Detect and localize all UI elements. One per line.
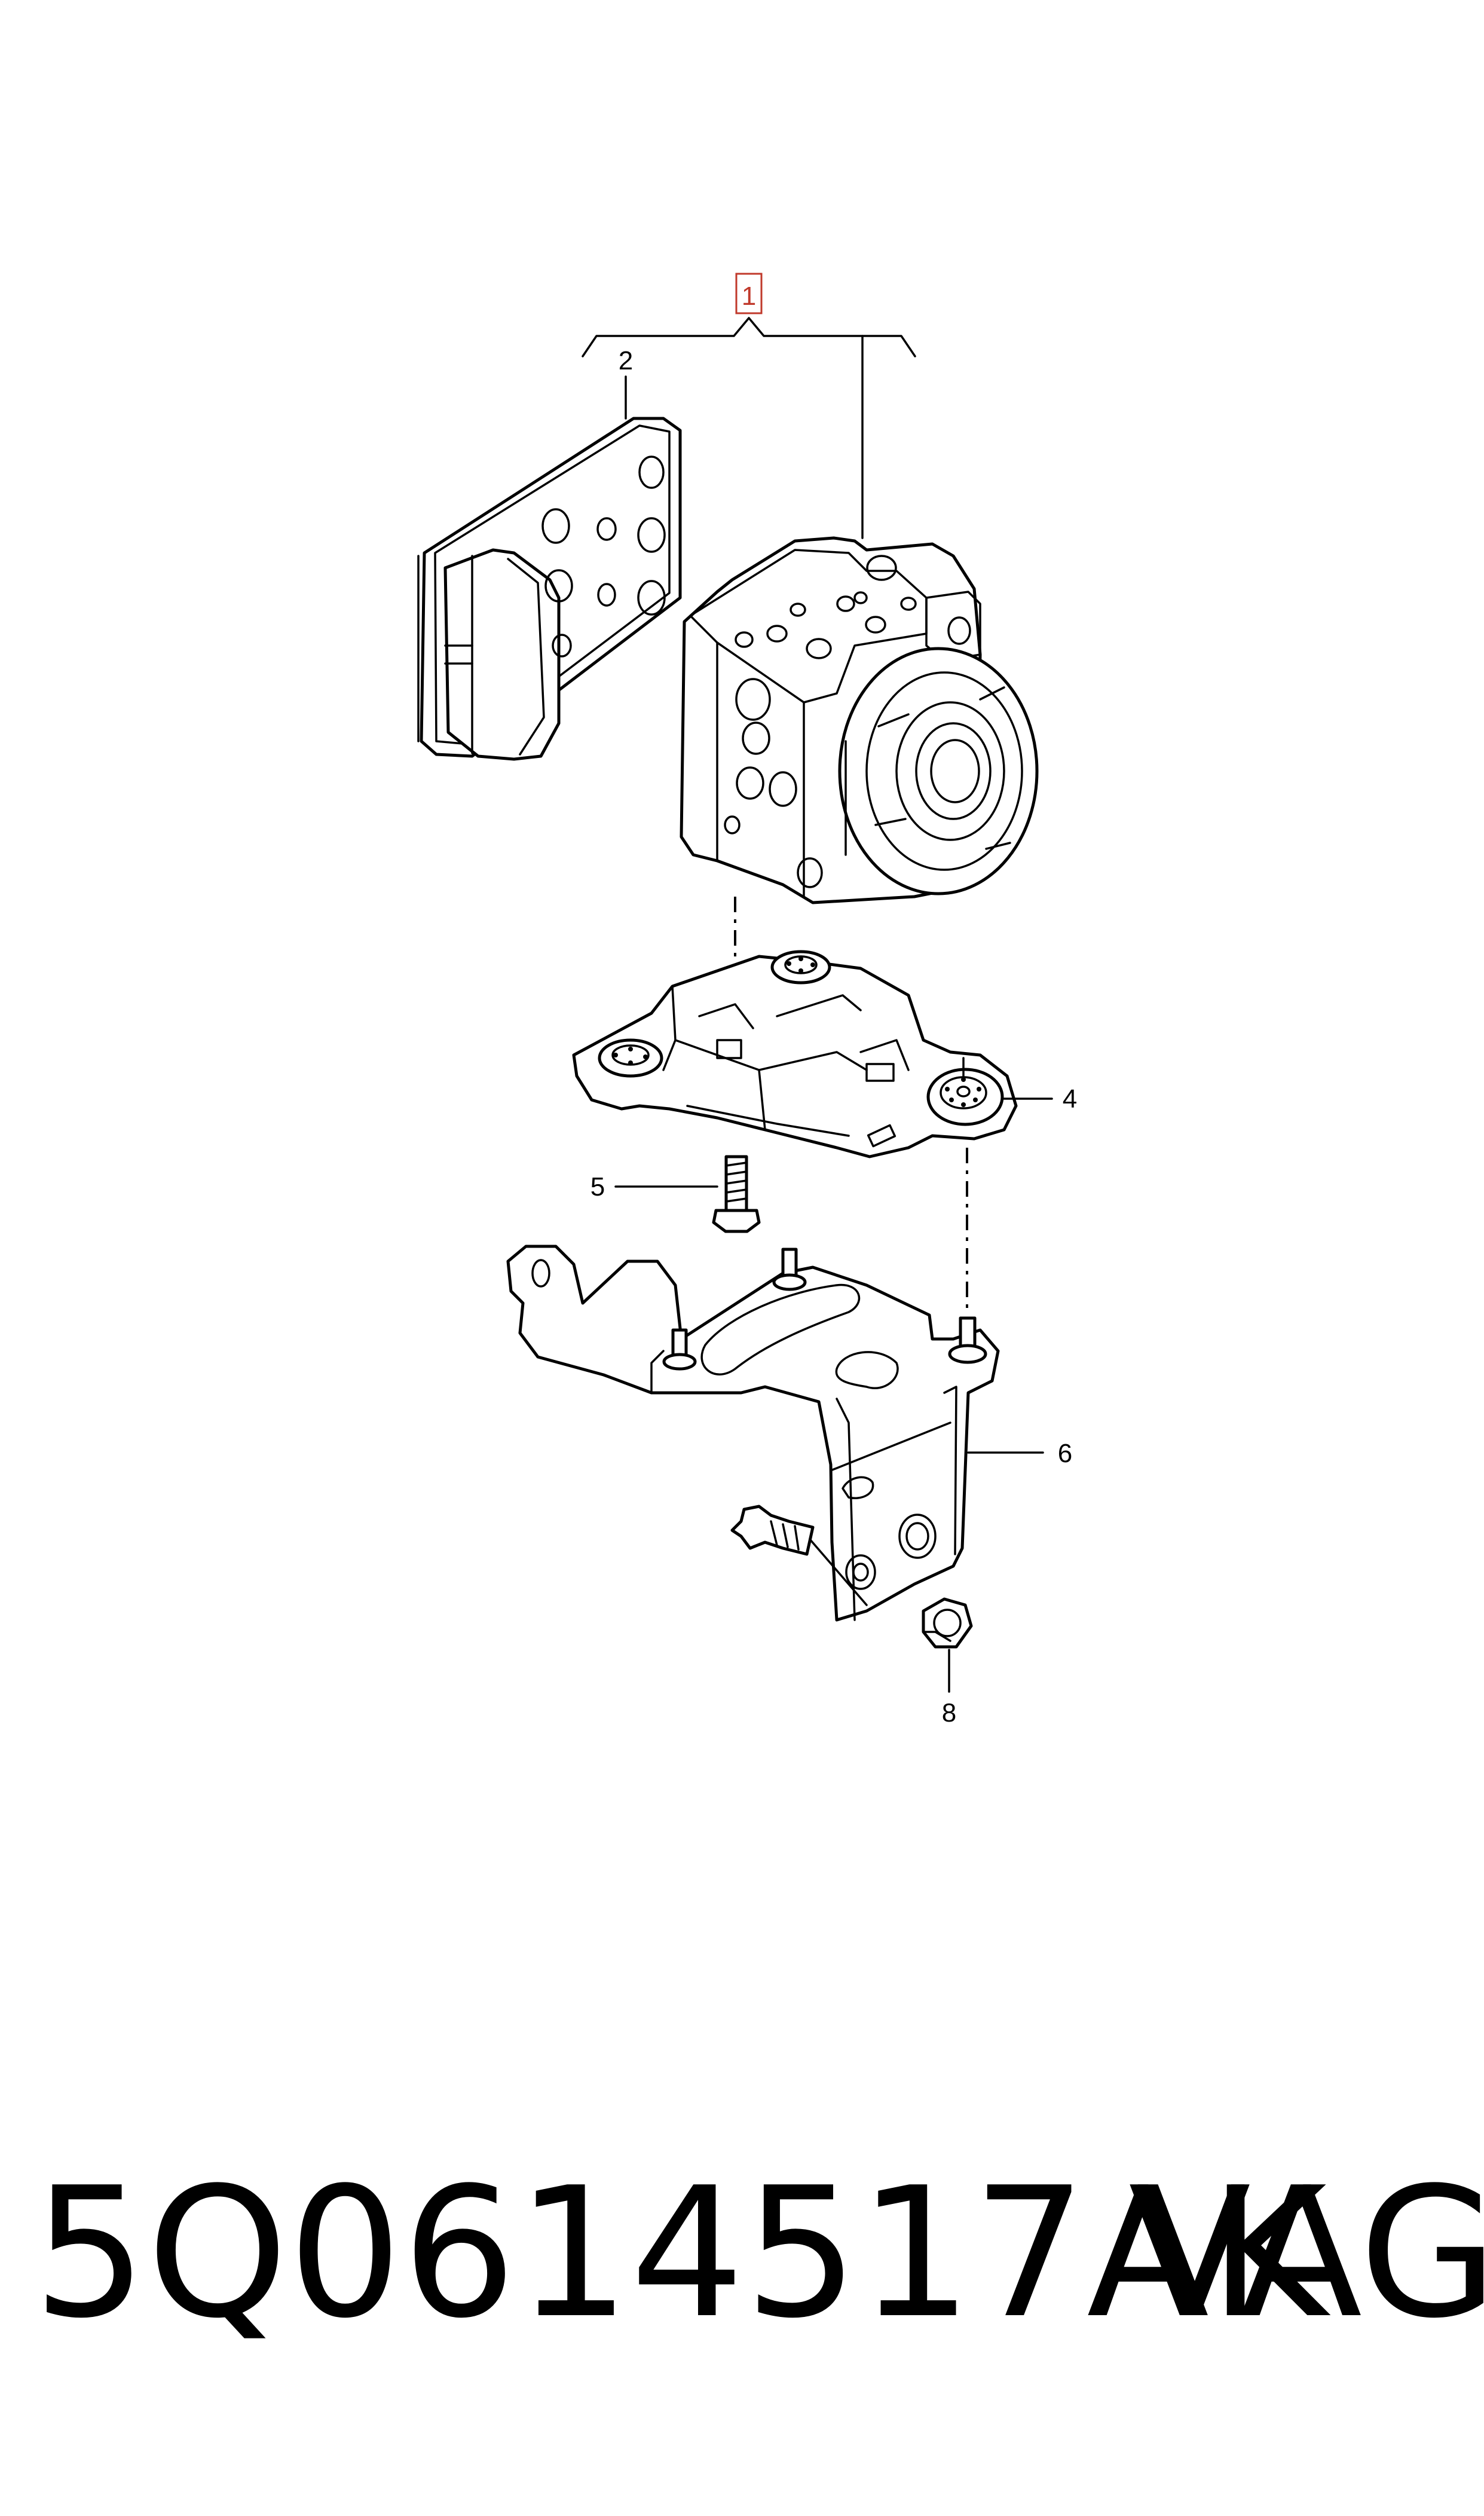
callout-4-group: 4	[1003, 1084, 1077, 1114]
callout-1-group: 1	[582, 273, 916, 539]
brand-label: VAG	[1128, 2149, 1484, 2358]
callout-8-group: 8	[942, 1649, 956, 1728]
support-bracket	[506, 1245, 1000, 1622]
callout-8[interactable]: 8	[942, 1698, 956, 1728]
callout-5-group: 5	[590, 1172, 718, 1202]
side-stud	[730, 1505, 868, 1606]
callout-1[interactable]: 1	[742, 282, 756, 311]
mounting-plate	[572, 950, 1018, 1158]
part-number-label: 5Q0614517AK	[33, 2149, 1327, 2358]
callout-1-highlight-box[interactable]	[735, 273, 763, 314]
callout-6-group: 6	[967, 1439, 1072, 1468]
callout-6[interactable]: 6	[1058, 1439, 1072, 1468]
stud-3	[948, 1316, 987, 1364]
callout-5[interactable]: 5	[590, 1172, 605, 1202]
callout-2[interactable]: 2	[619, 346, 633, 375]
control-unit-module	[417, 417, 682, 761]
callout-1-bracket	[582, 317, 916, 357]
mounting-bolt	[712, 1155, 761, 1233]
callout-4[interactable]: 4	[1063, 1084, 1077, 1114]
stud-2	[662, 1328, 697, 1371]
abs-hydraulic-unit	[680, 536, 1039, 904]
hex-nut	[922, 1597, 973, 1649]
stud-1	[772, 1248, 807, 1291]
callout-2-group: 2	[619, 346, 633, 420]
